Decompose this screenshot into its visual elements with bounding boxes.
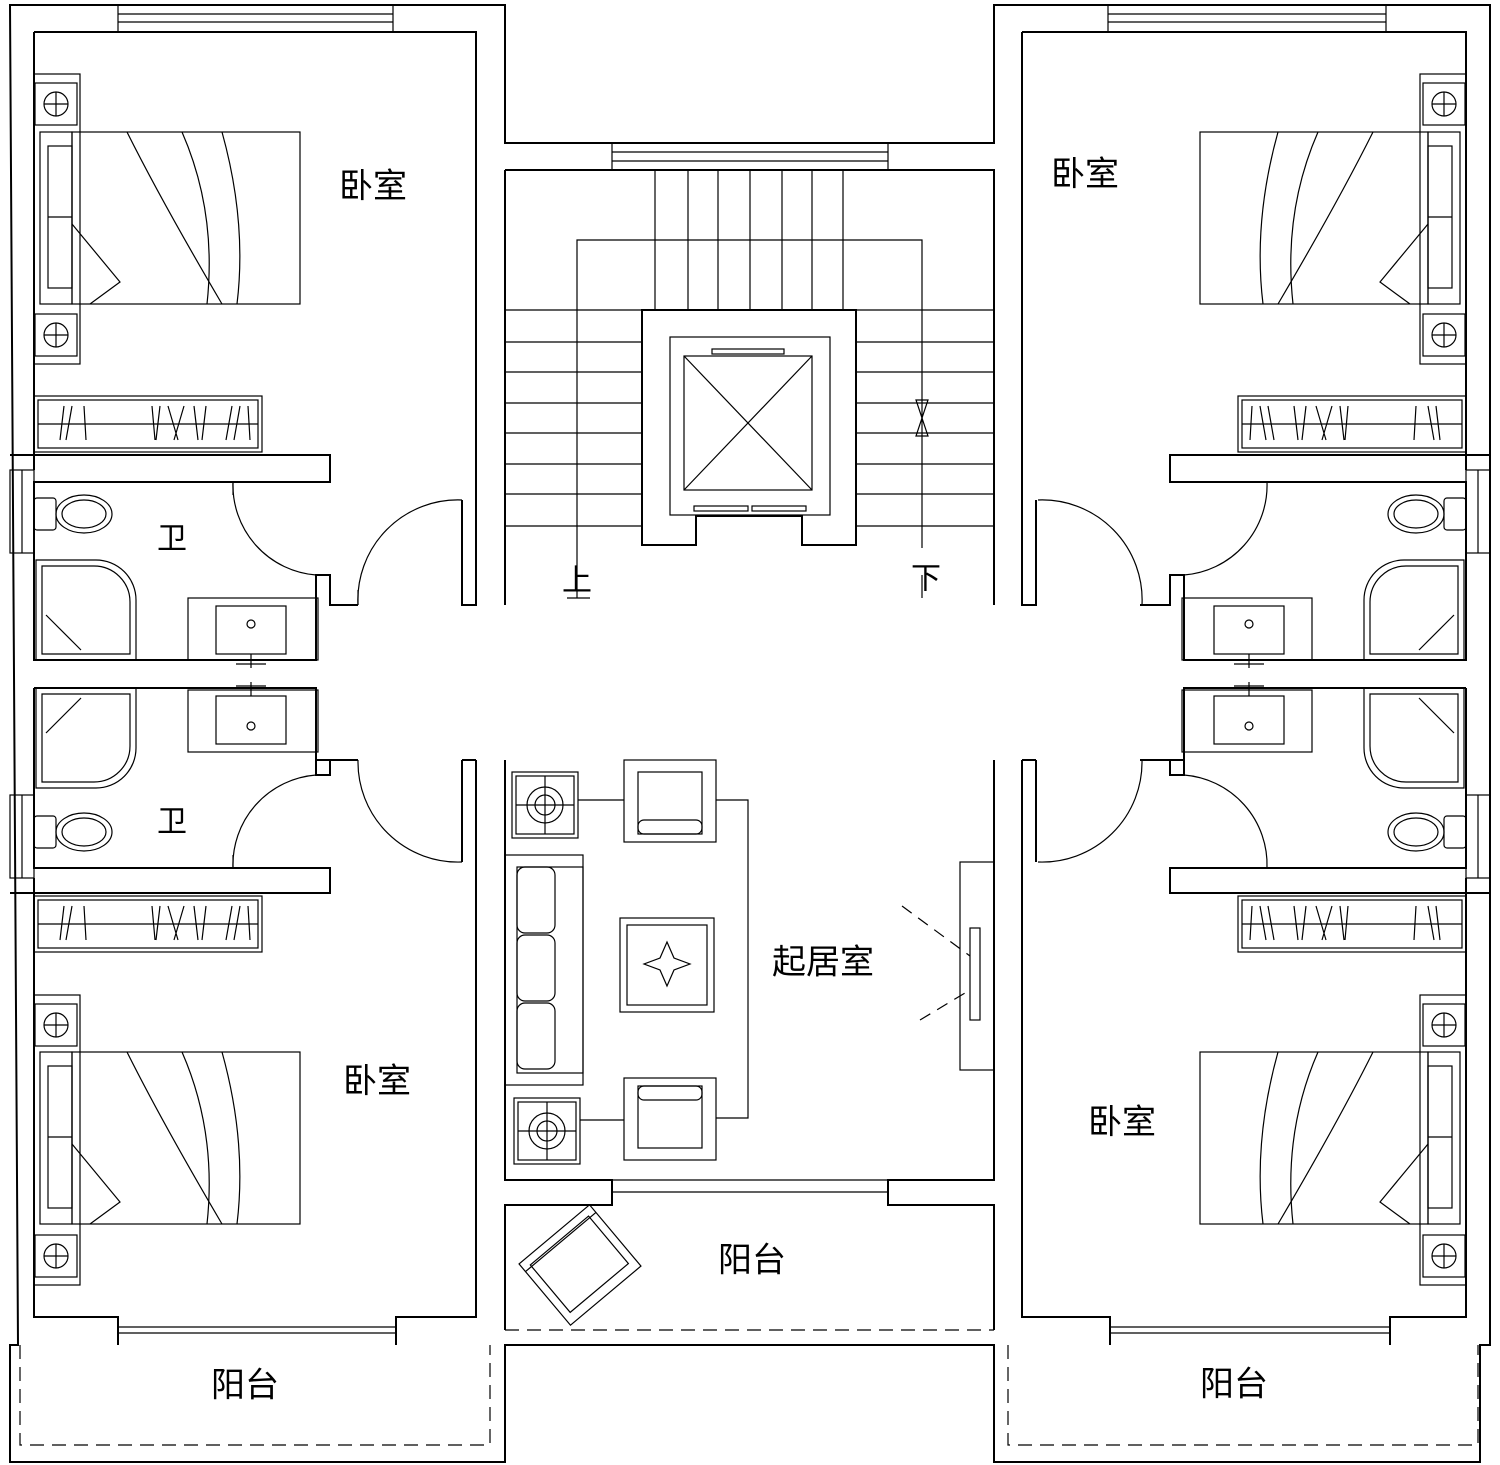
label-bedroom-bottom-right: 卧室 — [1088, 1103, 1156, 1143]
label-balcony-center: 阳台 — [718, 1241, 786, 1281]
label-balcony-left: 阳台 — [211, 1366, 279, 1406]
elevator — [641, 309, 857, 546]
living-furniture — [504, 759, 995, 1327]
label-stairs-up: 上 — [562, 564, 592, 599]
label-bath-top: 卫 — [157, 522, 187, 557]
label-bedroom-bottom-left: 卧室 — [343, 1062, 411, 1102]
label-bedroom-top-right: 卧室 — [1051, 155, 1119, 195]
windows — [9, 4, 1491, 1334]
bedroom-furniture-left — [33, 73, 301, 1286]
staircase — [505, 170, 994, 599]
bathrooms-right — [1037, 454, 1490, 894]
label-bedroom-top-left: 卧室 — [339, 167, 407, 207]
bathrooms-left — [10, 454, 463, 894]
label-balcony-right: 阳台 — [1200, 1365, 1268, 1405]
label-stairs-down: 下 — [911, 562, 941, 597]
room-labels: 卧室 卧室 卧室 卧室 卫 卫 起居室 阳台 阳台 阳台 上 下 — [157, 155, 1268, 1406]
label-living-room: 起居室 — [772, 943, 874, 983]
label-bath-bottom: 卫 — [157, 805, 187, 840]
bedroom-furniture-right — [1199, 73, 1467, 1286]
balcony-railings — [19, 1329, 1479, 1446]
